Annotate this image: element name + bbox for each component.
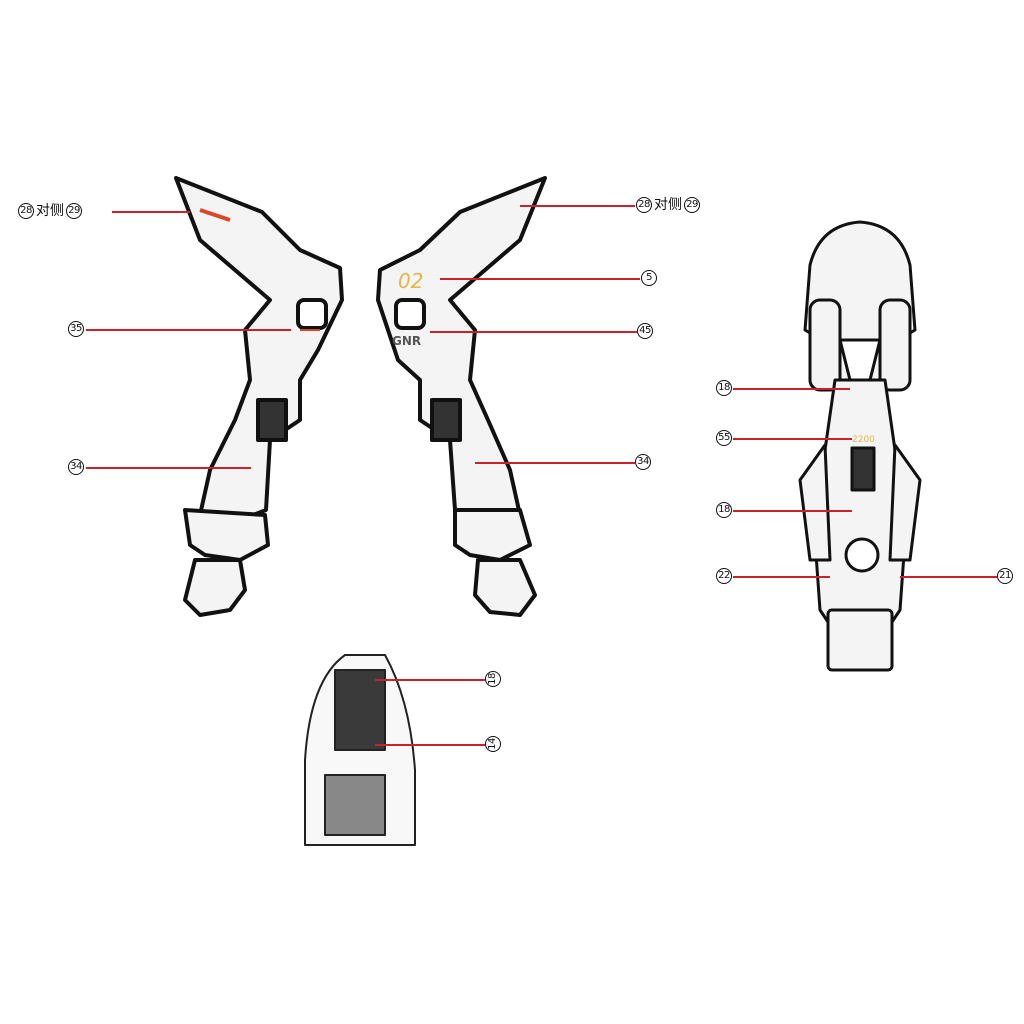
decal-number: 22 [716, 568, 732, 584]
leader-line [733, 576, 830, 578]
decal-number: 35 [68, 321, 84, 337]
leader-line [520, 205, 635, 207]
decal-number: 55 [716, 430, 732, 446]
callout-backpack-mark: 55 [716, 430, 732, 446]
decal-number: 14 [485, 736, 501, 752]
leader-line [475, 462, 635, 464]
right-arm-part: 02 GNR [376, 176, 547, 617]
decal-number: 18 [716, 380, 732, 396]
leader-line [733, 510, 852, 512]
decal-number: 28 [636, 197, 652, 213]
leader-line [86, 329, 291, 331]
callout-right-arm-shoulder: 45 [637, 323, 653, 339]
decal-number: 29 [66, 203, 82, 219]
leader-line [900, 576, 997, 578]
decal-number: 18 [485, 671, 501, 687]
callout-bottom-lower: 14 [485, 736, 501, 752]
callout-backpack-right: 21 [997, 568, 1013, 584]
leader-line [86, 467, 251, 469]
bottom-skirt-part [304, 654, 416, 846]
decal-number: 45 [637, 323, 653, 339]
callout-backpack-left: 22 [716, 568, 732, 584]
leader-line [375, 679, 485, 681]
leader-line [375, 744, 485, 746]
decal-number: 34 [68, 459, 84, 475]
leader-line [733, 438, 852, 440]
svg-text:02: 02 [398, 269, 423, 293]
callout-bottom-upper: 18 [485, 671, 501, 687]
left-arm-part [174, 176, 344, 617]
decal-number: 18 [716, 502, 732, 518]
leader-line [430, 331, 637, 333]
decal-number: 5 [641, 270, 657, 286]
callout-right-arm-forearm: 34 [635, 454, 651, 470]
callout-left-arm-forearm: 34 [68, 459, 84, 475]
callout-left-arm-shoulder: 35 [68, 321, 84, 337]
decal-number: 28 [18, 203, 34, 219]
svg-text:2200: 2200 [852, 435, 875, 445]
callout-backpack-lower: 18 [716, 502, 732, 518]
callout-left-arm-top: 28 对侧 29 [18, 203, 82, 219]
decal-number: 21 [997, 568, 1013, 584]
leader-line [112, 211, 190, 213]
callout-right-arm-top: 28 对侧 29 [636, 197, 700, 213]
leader-line [733, 388, 850, 390]
svg-text:GNR: GNR [392, 334, 421, 348]
decal-number: 34 [635, 454, 651, 470]
opposite-side-label: 对侧 [654, 197, 682, 213]
opposite-side-label: 对侧 [36, 203, 64, 219]
callout-right-arm-logo: 5 [641, 270, 657, 286]
callout-backpack-upper: 18 [716, 380, 732, 396]
decal-number: 29 [684, 197, 700, 213]
leader-line [440, 278, 640, 280]
backpack-part: 2200 [798, 220, 922, 672]
